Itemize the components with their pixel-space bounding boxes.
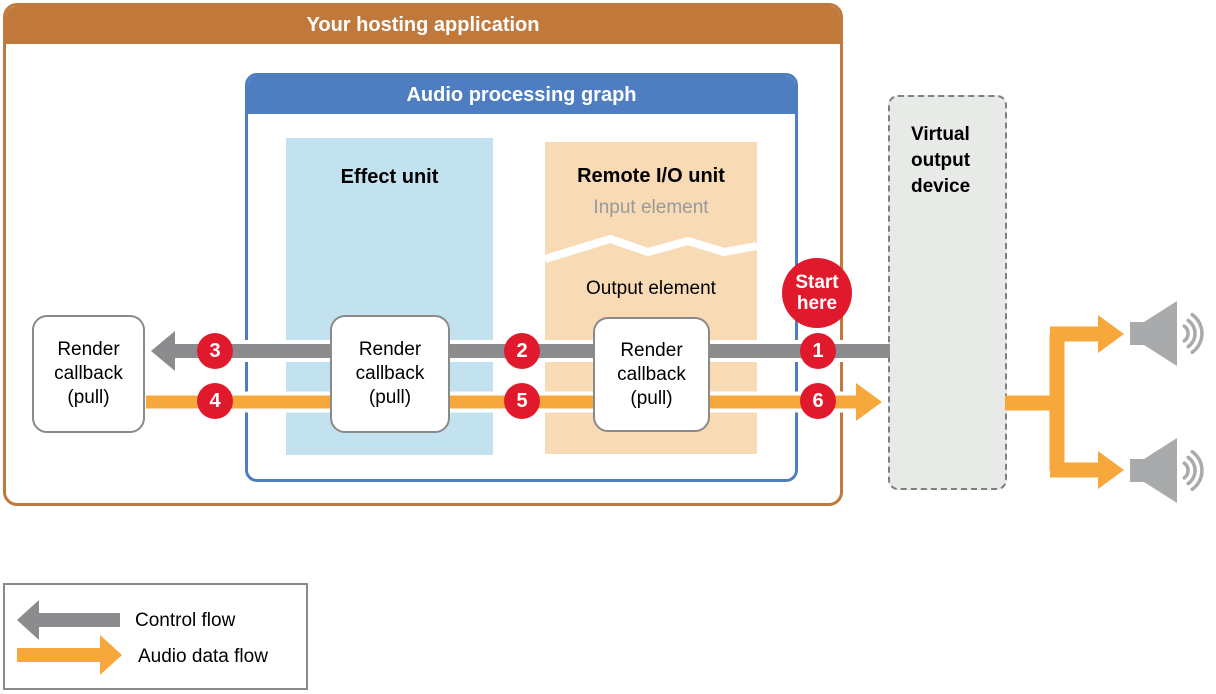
render-callback-box-remote-io: Render callback (pull) — [593, 317, 710, 432]
hosting-application-title: Your hosting application — [306, 14, 540, 36]
render-callback-line2: callback — [617, 363, 686, 385]
virtual-device-label-line1: Virtual — [911, 124, 970, 145]
remote-io-unit-title: Remote I/O unit — [577, 165, 725, 187]
step-marker-1: 1 — [800, 333, 836, 369]
render-callback-line3: (pull) — [67, 387, 110, 408]
render-callback-line3: (pull) — [368, 387, 412, 408]
render-callback-box-effect: Render callback (pull) — [330, 315, 450, 433]
sound-waves-icon — [1182, 312, 1204, 355]
start-here-badge: Start here — [782, 258, 852, 328]
hosting-application-header: Your hosting application — [6, 6, 840, 44]
render-callback-box-host: Render callback (pull) — [32, 315, 145, 433]
render-callback-line1: Render — [358, 339, 422, 360]
render-callback-line3: (pull) — [630, 387, 673, 409]
render-callback-line1: Render — [57, 339, 120, 360]
speaker-icon — [1130, 301, 1204, 366]
virtual-device-label-line2: output — [911, 150, 971, 171]
virtual-output-device-box: Virtual output device — [888, 95, 1007, 490]
output-element-label: Output element — [586, 278, 716, 299]
step-marker-6: 6 — [800, 383, 836, 419]
render-callback-line1: Render — [620, 339, 683, 361]
step-marker-5: 5 — [504, 383, 540, 419]
speaker-connector-lines — [1005, 326, 1098, 478]
speaker-connector-arrowhead-bottom-icon — [1098, 451, 1124, 489]
speaker-icon — [1130, 438, 1204, 503]
sound-waves-icon — [1182, 449, 1204, 492]
start-here-line2: here — [796, 293, 838, 314]
effect-unit-title: Effect unit — [340, 166, 439, 188]
virtual-device-label-line3: device — [911, 176, 971, 197]
step-marker-2: 2 — [504, 333, 540, 369]
control-flow-label: Control flow — [135, 610, 236, 631]
start-here-line1: Start — [795, 272, 839, 293]
render-callback-line2: callback — [355, 363, 425, 384]
render-callback-line2: callback — [54, 363, 123, 384]
legend-box: Control flow Audio data flow — [3, 583, 308, 690]
audio-data-flow-label: Audio data flow — [138, 646, 268, 667]
step-marker-4: 4 — [197, 383, 233, 419]
step-marker-3: 3 — [197, 333, 233, 369]
audio-processing-graph-title: Audio processing graph — [406, 84, 637, 106]
audio-processing-graph-header: Audio processing graph — [248, 76, 795, 114]
input-element-label: Input element — [593, 197, 709, 218]
audio-flow-arrowhead-icon — [856, 383, 882, 421]
speaker-connector-arrowhead-top-icon — [1098, 315, 1124, 353]
